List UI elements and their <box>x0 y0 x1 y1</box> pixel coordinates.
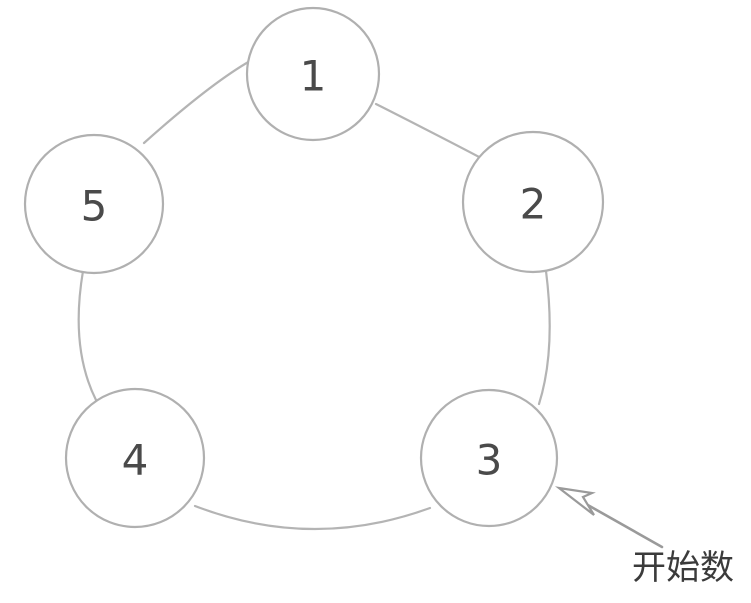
ring-nodes <box>23 6 605 529</box>
edge-3-to-4 <box>193 504 432 531</box>
annotation-arrow-head-icon <box>554 486 596 516</box>
node-circle-1[interactable] <box>245 6 381 142</box>
ring-node-labels: 1 2 3 4 5 <box>81 52 547 485</box>
start-annotation-arrow <box>554 486 664 549</box>
node-circle-4[interactable] <box>64 387 206 529</box>
node-label-4: 4 <box>122 436 149 485</box>
node-circle-2[interactable] <box>461 130 605 274</box>
node-circle-3[interactable] <box>419 388 559 528</box>
node-label-2: 2 <box>520 180 547 229</box>
edge-5-to-1 <box>142 59 252 145</box>
node-label-5: 5 <box>81 182 108 231</box>
start-annotation-label: 开始数 <box>632 548 734 588</box>
edge-1-to-2 <box>374 102 483 160</box>
node-circle-5[interactable] <box>23 133 165 275</box>
ring-edges <box>77 59 551 531</box>
edge-2-to-3 <box>537 269 551 406</box>
annotation-arrow-shaft <box>584 502 664 549</box>
node-label-3: 3 <box>476 436 503 485</box>
edge-4-to-5 <box>77 269 98 402</box>
node-label-1: 1 <box>300 52 327 101</box>
